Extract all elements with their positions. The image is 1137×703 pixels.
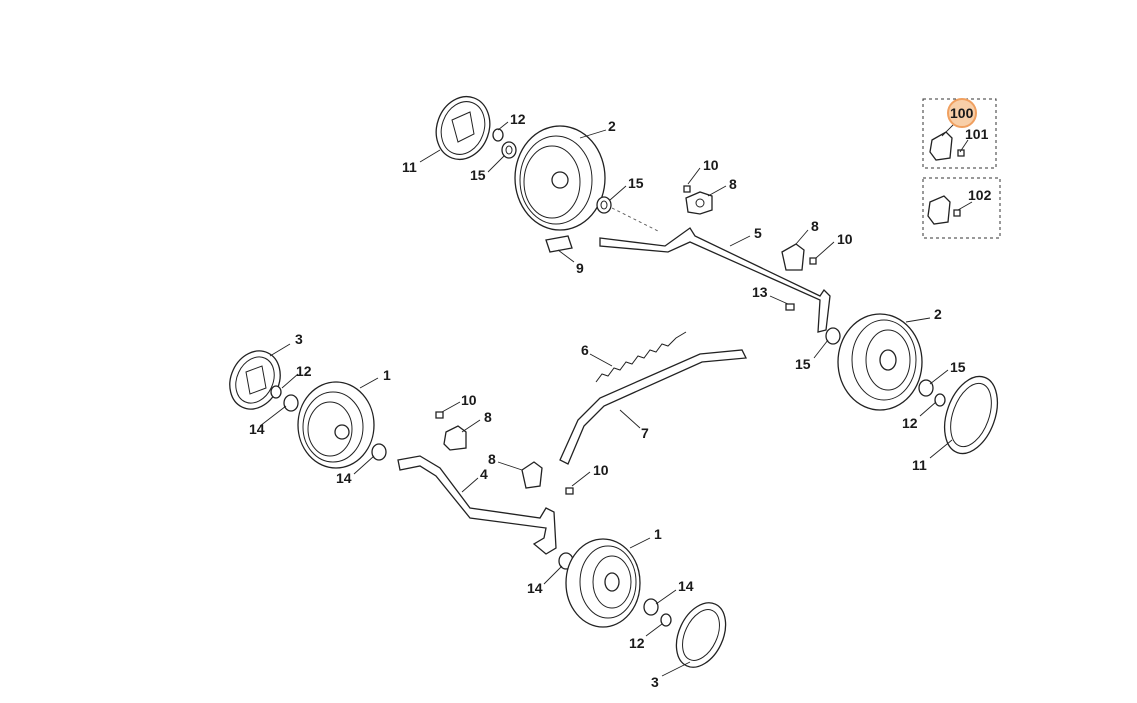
callout-8-left: 8 xyxy=(484,409,492,425)
callout-1-left: 1 xyxy=(383,367,391,383)
callout-10-top-right: 10 xyxy=(837,231,853,247)
wheel-1-bottom xyxy=(565,538,641,628)
callout-8-top-right: 8 xyxy=(811,218,819,234)
bushing-15-top xyxy=(501,141,517,159)
pin-13 xyxy=(785,303,795,311)
callout-2-right: 2 xyxy=(934,306,942,322)
wheel-2-right xyxy=(837,313,923,411)
bracket-8-left xyxy=(443,425,467,451)
callout-9: 9 xyxy=(576,260,584,276)
callout-13: 13 xyxy=(752,284,768,300)
hub-cap-11-right xyxy=(943,375,999,455)
callout-6: 6 xyxy=(581,342,589,358)
hub-cap-11-top xyxy=(435,95,491,161)
callout-8-top: 8 xyxy=(729,176,737,192)
callout-3-bottom: 3 xyxy=(651,674,659,690)
nut-12-bottom xyxy=(660,613,672,627)
callout-102: 102 xyxy=(968,187,992,203)
spring-6 xyxy=(595,331,687,383)
callout-12-top: 12 xyxy=(510,111,526,127)
callout-labels: 11 12 15 2 15 10 8 5 8 10 9 13 2 15 15 1… xyxy=(249,105,992,690)
inset-box-102 xyxy=(922,177,1001,239)
lever-7 xyxy=(559,349,748,465)
nut-12-top xyxy=(492,128,504,142)
wheel-1-left xyxy=(297,381,375,469)
callout-14-bottom: 14 xyxy=(527,580,543,596)
leader-lines xyxy=(259,121,973,677)
callout-7: 7 xyxy=(641,425,649,441)
wheel-2-top xyxy=(514,125,606,231)
screw-10-top-right xyxy=(809,257,817,265)
callout-14-left-inner: 14 xyxy=(336,470,352,486)
callout-15-right-outer: 15 xyxy=(950,359,966,375)
callout-14-bottom-outer: 14 xyxy=(678,578,694,594)
bushing-15-top-right xyxy=(596,196,612,214)
callout-11-right: 11 xyxy=(912,457,927,473)
callout-14-left: 14 xyxy=(249,421,265,437)
callout-12-right: 12 xyxy=(902,415,918,431)
callout-11-top: 11 xyxy=(402,159,417,175)
bracket-8-center xyxy=(521,461,543,489)
callout-10-left: 10 xyxy=(461,392,477,408)
callout-10-center: 10 xyxy=(593,462,609,478)
callout-101: 101 xyxy=(965,126,989,142)
callout-12-bottom: 12 xyxy=(629,635,645,651)
callout-8-center: 8 xyxy=(488,451,496,467)
bushing-14-left xyxy=(283,394,299,412)
callout-2-top: 2 xyxy=(608,118,616,134)
callout-15-right: 15 xyxy=(795,356,811,372)
callout-15-top: 15 xyxy=(470,167,486,183)
callout-15-top-right: 15 xyxy=(628,175,644,191)
axle-4-bottom xyxy=(397,455,557,555)
bushing-14-left-inner xyxy=(371,443,387,461)
bracket-8-top-right xyxy=(781,243,805,271)
callout-5: 5 xyxy=(754,225,762,241)
nut-12-right xyxy=(934,393,946,407)
callout-1-bottom: 1 xyxy=(654,526,662,542)
callout-10-top: 10 xyxy=(703,157,719,173)
hub-cap-3-bottom xyxy=(675,602,727,668)
grip-9 xyxy=(545,235,573,253)
bushing-15-right-outer xyxy=(918,379,934,397)
callout-4: 4 xyxy=(480,466,488,482)
callout-12-left: 12 xyxy=(296,363,312,379)
callout-3-left: 3 xyxy=(295,331,303,347)
screw-10-center xyxy=(565,487,574,495)
nut-12-left xyxy=(270,385,282,399)
highlight-circle-100 xyxy=(947,98,977,128)
callout-100[interactable]: 100 xyxy=(950,105,974,121)
hub-cap-3-left xyxy=(229,350,281,410)
axle-5-top xyxy=(599,227,831,333)
screw-10-top xyxy=(683,185,691,193)
bushing-14-bottom-outer xyxy=(643,598,659,616)
bushing-15-right xyxy=(825,327,841,345)
screw-10-left xyxy=(435,411,444,419)
bracket-8-top xyxy=(685,191,713,215)
